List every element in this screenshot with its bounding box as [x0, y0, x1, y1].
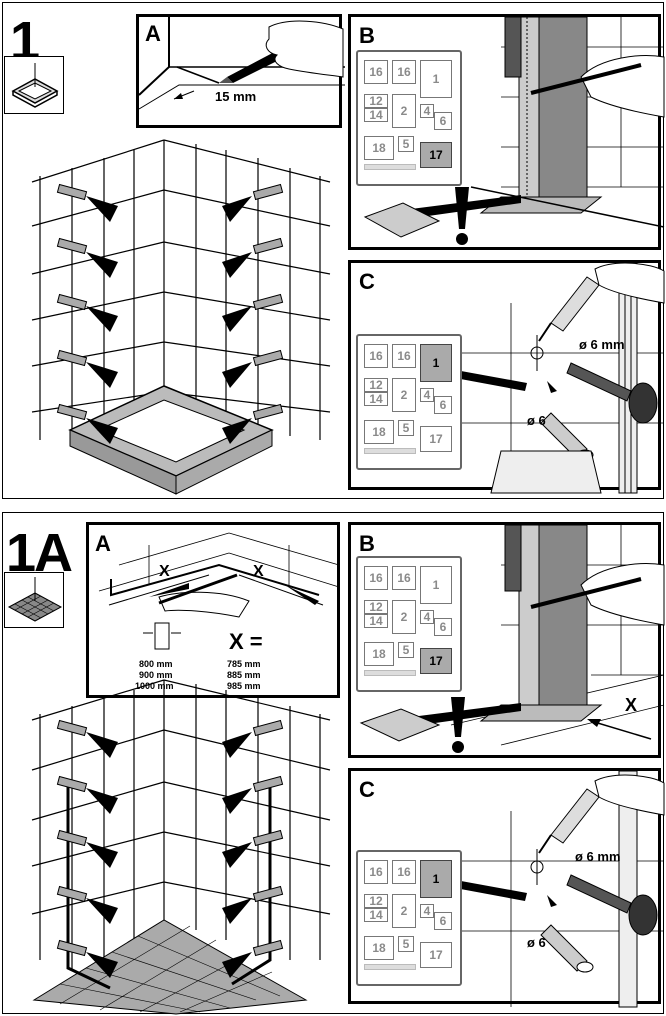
plug-size-label-1a: ø 6 [527, 935, 546, 950]
part-cell: 5 [398, 642, 414, 658]
part-cell: 16 [364, 60, 388, 84]
x-value-885: 885 mm [227, 670, 261, 680]
part-cell: 14 [364, 908, 388, 922]
part-cell: 6 [434, 912, 452, 930]
part-cell: 4 [420, 610, 434, 624]
panel-c-drawing-1a [439, 770, 665, 1008]
panel-b-drawing-1a [359, 524, 665, 753]
part-cell: 16 [364, 566, 388, 590]
x-value-985: 985 mm [227, 681, 261, 691]
part-cell: 14 [364, 614, 388, 628]
part-cell: 1 [420, 344, 452, 382]
x-label-left: X [159, 563, 170, 580]
part-cell: 17 [420, 648, 452, 674]
exclamation-icon [451, 697, 465, 753]
part-cell: 2 [392, 894, 416, 928]
width-800: 800 mm [139, 659, 173, 669]
panel-b-letter: B [359, 23, 375, 48]
part-cell: 17 [420, 426, 452, 452]
drill-size-label: ø 6 mm [579, 337, 625, 352]
part-bar [364, 448, 416, 454]
width-900: 900 mm [139, 670, 173, 680]
part-cell: 16 [364, 860, 388, 884]
wall-corner-drawing [138, 17, 345, 110]
part-bar [364, 670, 416, 676]
part-cell: 5 [398, 136, 414, 152]
panel-c-letter: C [359, 269, 375, 294]
part-cell: 1 [420, 860, 452, 898]
part-cell: 6 [434, 618, 452, 636]
silicone-gun-icon [538, 774, 665, 854]
part-cell: 5 [398, 420, 414, 436]
exclamation-icon [455, 187, 469, 245]
tile-floor-icon [7, 577, 63, 622]
part-cell: 17 [420, 942, 452, 968]
part-cell: 12 [364, 894, 388, 908]
panel-b-x-label: X [625, 695, 638, 715]
part-cell: 1 [420, 566, 452, 604]
part-cell: 18 [364, 936, 394, 960]
part-cell: 6 [434, 396, 452, 414]
floor-measure-drawing [98, 532, 340, 650]
panel-a-letter: A [145, 21, 161, 46]
panel-a-measure: 15 mm [215, 89, 257, 104]
part-cell: 16 [392, 860, 416, 884]
tray-icon-box [4, 56, 64, 114]
step1a-panel-a: A X X X = 800 mm 900 mm 1000 mm 785 mm 8… [86, 522, 340, 698]
silicone-gun-icon [538, 262, 665, 342]
step1-panel-a: A 15 mm [136, 14, 345, 128]
part-cell: 18 [364, 136, 394, 160]
part-cell: 14 [364, 108, 388, 122]
panel-c-letter-1a: C [359, 777, 375, 802]
panel-b-drawing [363, 16, 665, 245]
part-bar [364, 964, 416, 970]
x-label-right: X [253, 563, 264, 580]
part-cell: 12 [364, 378, 388, 392]
part-cell: 16 [364, 344, 388, 368]
part-cell: 4 [420, 388, 434, 402]
tray-icon [11, 63, 59, 108]
part-cell: 16 [392, 60, 416, 84]
part-bar [364, 164, 416, 170]
plug-size-label: ø 6 [527, 413, 546, 428]
x-value-785: 785 mm [227, 659, 261, 669]
part-cell: 16 [392, 344, 416, 368]
part-cell: 18 [364, 420, 394, 444]
drill-size-label-1a: ø 6 mm [575, 849, 621, 864]
part-cell: 18 [364, 642, 394, 666]
width-1000: 1000 mm [135, 681, 174, 691]
x-equals-label: X = [229, 629, 263, 654]
part-cell: 14 [364, 392, 388, 406]
part-cell: 1 [420, 60, 452, 98]
part-cell: 2 [392, 378, 416, 412]
part-cell: 12 [364, 94, 388, 108]
part-cell: 12 [364, 600, 388, 614]
drill-icon [566, 362, 658, 424]
part-cell: 4 [420, 904, 434, 918]
hand-icon [265, 20, 344, 78]
drill-icon [566, 874, 658, 936]
part-cell: 2 [392, 600, 416, 634]
panel-a-letter-1a: A [95, 531, 111, 556]
tile-floor-icon-box [4, 572, 64, 628]
wall-plug-icon [540, 924, 594, 973]
part-cell: 5 [398, 936, 414, 952]
part-cell: 16 [392, 566, 416, 590]
part-cell: 17 [420, 142, 452, 168]
part-cell: 6 [434, 112, 452, 130]
part-cell: 2 [392, 94, 416, 128]
step-number-1a: 1A [6, 523, 73, 583]
part-cell: 4 [420, 104, 434, 118]
panel-b-letter-1a: B [359, 531, 375, 556]
